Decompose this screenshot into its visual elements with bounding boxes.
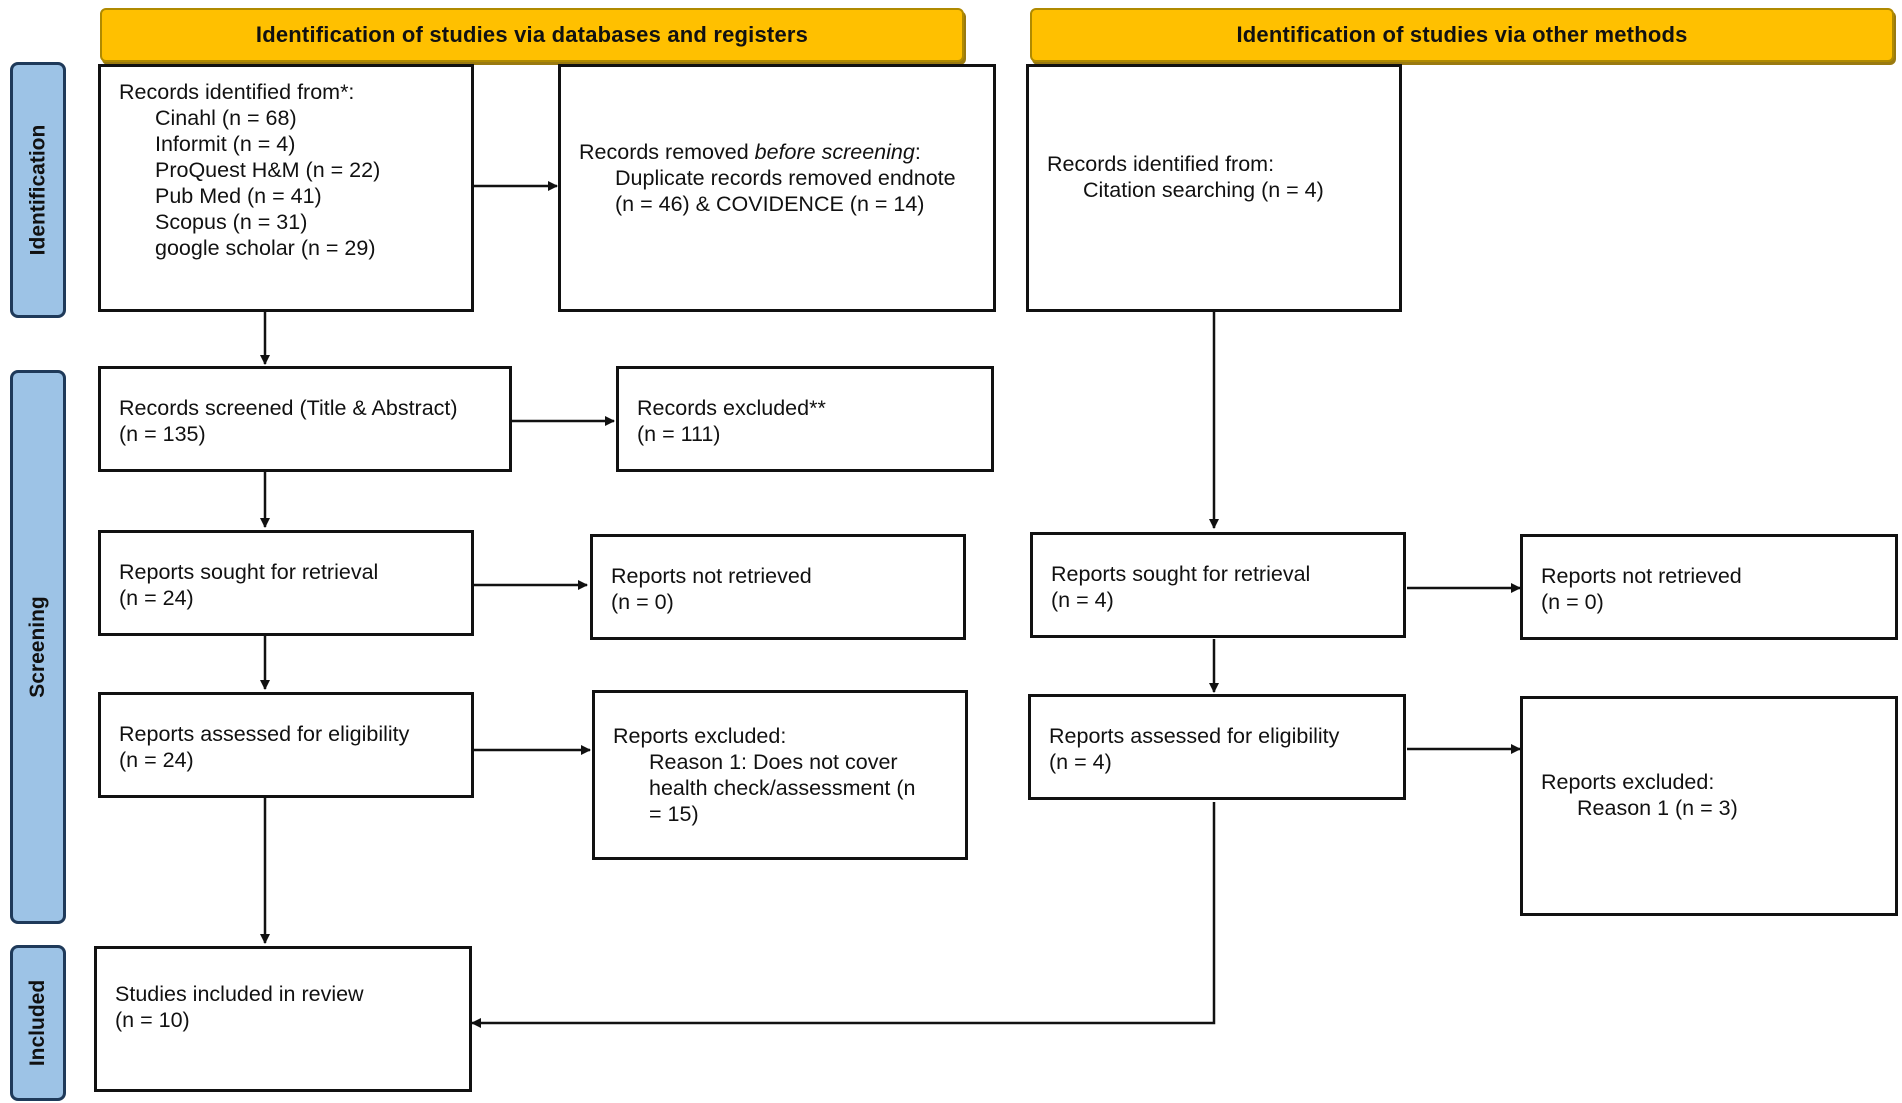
box-other-records-identified: Records identified from: Citation search…	[1026, 64, 1402, 312]
other-reports-assessed-n: (n = 4)	[1049, 750, 1112, 774]
records-removed-title-post: :	[914, 140, 921, 164]
studies-included-n: (n = 10)	[115, 1008, 190, 1032]
other-reports-excluded-line1: Reason 1 (n = 3)	[1577, 796, 1738, 820]
box-other-reports-sought: Reports sought for retrieval (n = 4)	[1030, 532, 1406, 638]
box-reports-assessed: Reports assessed for eligibility (n = 24…	[98, 692, 474, 798]
reports-sought-title: Reports sought for retrieval	[119, 560, 379, 584]
box-reports-sought: Reports sought for retrieval (n = 24)	[98, 530, 474, 636]
other-reports-sought-title: Reports sought for retrieval	[1051, 562, 1311, 586]
header-databases: Identification of studies via databases …	[100, 8, 964, 62]
records-screened-title: Records screened (Title & Abstract)	[119, 396, 458, 420]
reports-assessed-n: (n = 24)	[119, 748, 194, 772]
records-removed-title-em: before screening	[754, 140, 915, 164]
other-citation-searching: Citation searching (n = 4)	[1083, 178, 1324, 202]
records-removed-title-pre: Records removed	[579, 140, 755, 164]
header-other-methods: Identification of studies via other meth…	[1030, 8, 1894, 62]
records-screened-n: (n = 135)	[119, 422, 206, 446]
records-identified-title: Records identified from*:	[119, 80, 355, 104]
reports-not-retrieved-title: Reports not retrieved	[611, 564, 812, 588]
other-reports-assessed-title: Reports assessed for eligibility	[1049, 724, 1340, 748]
reports-sought-n: (n = 24)	[119, 586, 194, 610]
header-other-methods-label: Identification of studies via other meth…	[1236, 22, 1688, 47]
other-reports-not-retrieved-title: Reports not retrieved	[1541, 564, 1742, 588]
box-reports-not-retrieved: Reports not retrieved (n = 0)	[590, 534, 966, 640]
records-removed-title: Records removed before screening:	[579, 139, 975, 165]
header-databases-label: Identification of studies via databases …	[255, 22, 809, 47]
box-records-removed: Records removed before screening: Duplic…	[558, 64, 996, 312]
box-other-reports-excluded: Reports excluded: Reason 1 (n = 3)	[1520, 696, 1898, 916]
phase-screening: Screening	[10, 370, 66, 924]
box-studies-included: Studies included in review (n = 10)	[94, 946, 472, 1092]
reports-assessed-title: Reports assessed for eligibility	[119, 722, 410, 746]
reports-not-retrieved-n: (n = 0)	[611, 590, 674, 614]
source-proquest: ProQuest H&M (n = 22)	[155, 158, 381, 182]
other-reports-not-retrieved-n: (n = 0)	[1541, 590, 1604, 614]
phase-identification: Identification	[10, 62, 66, 318]
reports-excluded-line2: health check/assessment (n	[649, 776, 916, 800]
box-records-excluded: Records excluded** (n = 111)	[616, 366, 994, 472]
other-records-identified-title: Records identified from:	[1047, 152, 1275, 176]
source-cinahl: Cinahl (n = 68)	[155, 106, 297, 130]
source-informit: Informit (n = 4)	[155, 132, 296, 156]
reports-excluded-title: Reports excluded:	[613, 724, 787, 748]
source-google-scholar: google scholar (n = 29)	[155, 236, 376, 260]
arrow-other-assessed-to-included	[471, 802, 1216, 1028]
phase-included: Included	[10, 945, 66, 1101]
box-other-reports-not-retrieved: Reports not retrieved (n = 0)	[1520, 534, 1898, 640]
box-other-reports-assessed: Reports assessed for eligibility (n = 4)	[1028, 694, 1406, 800]
records-removed-line1: Duplicate records removed endnote	[615, 166, 956, 190]
box-records-identified: Records identified from*: Cinahl (n = 68…	[98, 64, 474, 312]
reports-excluded-line3: = 15)	[649, 802, 699, 826]
studies-included-title: Studies included in review	[115, 982, 364, 1006]
other-reports-excluded-title: Reports excluded:	[1541, 770, 1715, 794]
source-scopus: Scopus (n = 31)	[155, 210, 308, 234]
records-excluded-title: Records excluded**	[637, 396, 826, 420]
records-excluded-n: (n = 111)	[637, 422, 721, 446]
records-removed-line2: (n = 46) & COVIDENCE (n = 14)	[615, 192, 925, 216]
other-reports-sought-n: (n = 4)	[1051, 588, 1114, 612]
box-reports-excluded: Reports excluded: Reason 1: Does not cov…	[592, 690, 968, 860]
source-pubmed: Pub Med (n = 41)	[155, 184, 322, 208]
reports-excluded-line1: Reason 1: Does not cover	[649, 750, 898, 774]
box-records-screened: Records screened (Title & Abstract) (n =…	[98, 366, 512, 472]
